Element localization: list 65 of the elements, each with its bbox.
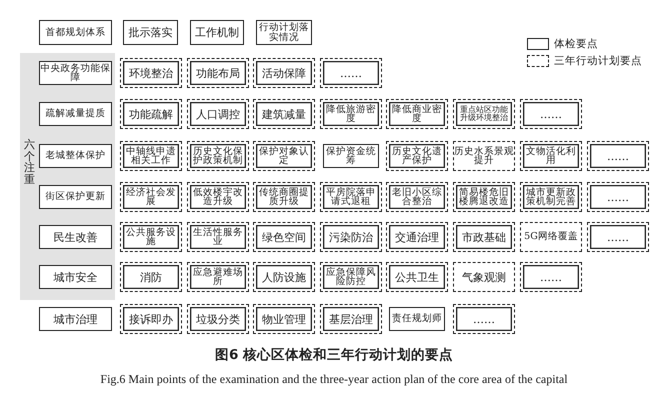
double-box: ……: [587, 222, 649, 252]
double-box: 活动保障: [253, 58, 315, 88]
double-box: 中轴线申遗相关工作: [120, 141, 182, 171]
category-box: 中央政务功能保障: [39, 61, 112, 85]
dashed-box: 气象观测: [453, 262, 515, 292]
double-box: 公共服务设施: [120, 222, 182, 252]
double-box: 交通治理: [386, 222, 448, 252]
side-band: [20, 53, 115, 300]
item-box: 责任规划师: [389, 307, 445, 331]
double-box: ……: [520, 99, 582, 129]
figure-caption: Fig.6 Main points of the examination and the three-year action plan of the core area of the capital: [99, 372, 569, 387]
double-box: 功能疏解: [120, 99, 182, 129]
double-box: 传统商圈提质升级: [253, 182, 315, 212]
category-box: 城市安全: [39, 265, 112, 289]
double-box: 保护对象认定: [253, 141, 315, 171]
dashed-box: 5G网络覆盖: [520, 222, 582, 252]
category-box: 疏解减量提质: [39, 102, 112, 126]
double-box: 功能布局: [187, 58, 249, 88]
double-box: 老旧小区综合整治: [386, 182, 448, 212]
double-box: 污染防治: [320, 222, 382, 252]
double-box: 接诉即办: [120, 304, 182, 334]
double-box: 应急保障风险防控: [320, 262, 382, 292]
double-box: 环境整治: [120, 58, 182, 88]
heading-box: 行动计划落实情况: [256, 20, 312, 45]
double-box: ……: [520, 262, 582, 292]
double-box: ……: [587, 182, 649, 212]
double-box: 低效楼宇改造升级: [187, 182, 249, 212]
double-box: ……: [320, 58, 382, 88]
double-box: 人口调控: [187, 99, 249, 129]
double-box: 生活性服务业: [187, 222, 249, 252]
heading-box: 批示落实: [123, 20, 178, 45]
double-box: 历史文化遗产保护: [386, 141, 448, 171]
double-box: 人防设施: [253, 262, 315, 292]
double-box: 降低商业密度: [386, 99, 448, 129]
category-box: 城市治理: [39, 307, 112, 331]
double-box: 应急避难场所: [187, 262, 249, 292]
double-box: 简易楼危旧楼腾退改造: [453, 182, 515, 212]
double-box: 历史文化保护政策机制: [187, 141, 249, 171]
double-box: 重点站区功能升级环境整治: [453, 99, 515, 129]
double-box: 平房院落申请式退租: [320, 182, 382, 212]
figure-title: 图6 核心区体检和三年行动计划的要点: [214, 346, 454, 364]
item-box: 保护资金统筹: [323, 144, 379, 168]
band-label: 六个注重: [24, 139, 36, 186]
double-box: 经济社会发展: [120, 182, 182, 212]
legend-label: 体检要点: [554, 38, 598, 50]
double-box: 城市更新政策机制完善: [520, 182, 582, 212]
category-box: 老城整体保护: [39, 144, 112, 168]
heading-box: 首都规划体系: [39, 20, 112, 45]
dashed-box: 历史水系景观提升: [453, 141, 515, 171]
double-box: 建筑减量: [253, 99, 315, 129]
category-box: 民生改善: [39, 225, 112, 249]
double-box: 物业管理: [253, 304, 315, 334]
double-box: 文物活化利用: [520, 141, 582, 171]
category-box: 街区保护更新: [39, 185, 112, 209]
double-box: 基层治理: [320, 304, 382, 334]
legend-label: 三年行动计划要点: [554, 55, 642, 67]
heading-box: 工作机制: [190, 20, 244, 45]
double-box: 降低旅游密度: [320, 99, 382, 129]
double-box: ……: [453, 304, 515, 334]
double-box: 绿色空间: [253, 222, 315, 252]
double-box: 消防: [120, 262, 182, 292]
double-box: 垃圾分类: [187, 304, 249, 334]
double-box: 公共卫生: [386, 262, 448, 292]
double-box: 市政基础: [453, 222, 515, 252]
double-box: ……: [587, 141, 649, 171]
